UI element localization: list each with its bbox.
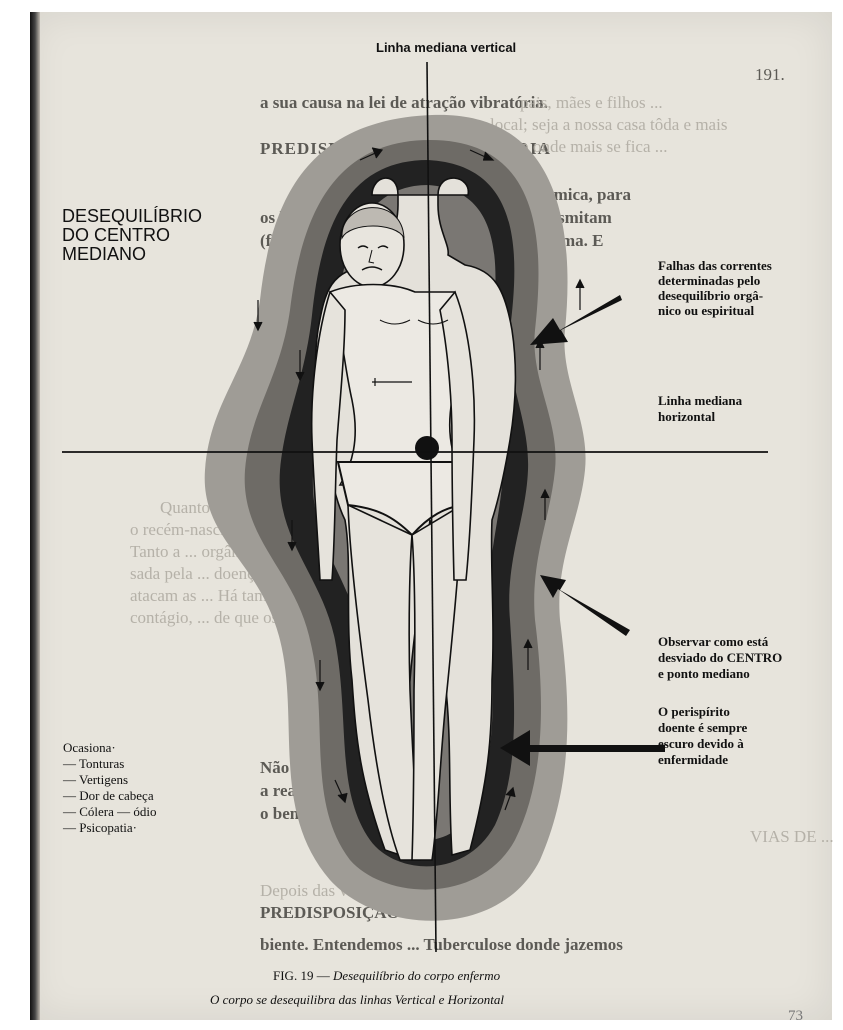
deseq-label: DESEQUILÍBRIO DO CENTRO MEDIANO xyxy=(62,207,202,264)
falhas-label: Falhas das correntes determinadas pelo d… xyxy=(658,258,772,318)
falhas-line: nico ou espiritual xyxy=(658,303,772,318)
horizontal-line-text: horizontal xyxy=(658,409,742,425)
horizontal-label: Linha mediana horizontal xyxy=(658,393,742,425)
observar-label: Observar como está desviado do CENTRO e … xyxy=(658,634,782,682)
ocasiona-item: — Vertigens xyxy=(63,772,157,788)
perispirito-label: O perispírito doente é sempre escuro dev… xyxy=(658,704,747,768)
ocasiona-item: — Dor de cabeça xyxy=(63,788,157,804)
falhas-line: desequilíbrio orgâ- xyxy=(658,288,772,303)
perispirito-line: O perispírito xyxy=(658,704,747,720)
figure-title: Desequilíbrio do corpo enfermo xyxy=(333,968,500,983)
figure-caption: FIG. 19 — Desequilíbrio do corpo enfermo xyxy=(273,968,500,984)
ocasiona-title: Ocasiona· xyxy=(63,740,157,756)
vertical-line-label: Linha mediana vertical xyxy=(376,40,516,56)
ocasiona-list: Ocasiona· — Tonturas — Vertigens — Dor d… xyxy=(63,740,157,836)
ocasiona-item: — Cólera — ódio xyxy=(63,804,157,820)
perispirito-line: escuro devido à xyxy=(658,736,747,752)
observar-line: desviado do CENTRO xyxy=(658,650,782,666)
figure-subcaption: O corpo se desequilibra das linhas Verti… xyxy=(210,992,504,1008)
falhas-line: determinadas pelo xyxy=(658,273,772,288)
perispirito-line: doente é sempre xyxy=(658,720,747,736)
page-number: 73 xyxy=(788,1008,803,1025)
observar-line: e ponto mediano xyxy=(658,666,782,682)
observar-line: Observar como está xyxy=(658,634,782,650)
falhas-line: Falhas das correntes xyxy=(658,258,772,273)
ocasiona-item: — Tonturas xyxy=(63,756,157,772)
deseq-line: DESEQUILÍBRIO xyxy=(62,207,202,226)
perispirito-pointer-arrow xyxy=(500,730,665,766)
figure-number: FIG. 19 — xyxy=(273,968,330,983)
center-point xyxy=(415,436,439,460)
perispirito-line: enfermidade xyxy=(658,752,747,768)
ocasiona-item: — Psicopatia· xyxy=(63,820,157,836)
horizontal-line-text: Linha mediana xyxy=(658,393,742,409)
deseq-line: DO CENTRO xyxy=(62,226,202,245)
deseq-line: MEDIANO xyxy=(62,245,202,264)
